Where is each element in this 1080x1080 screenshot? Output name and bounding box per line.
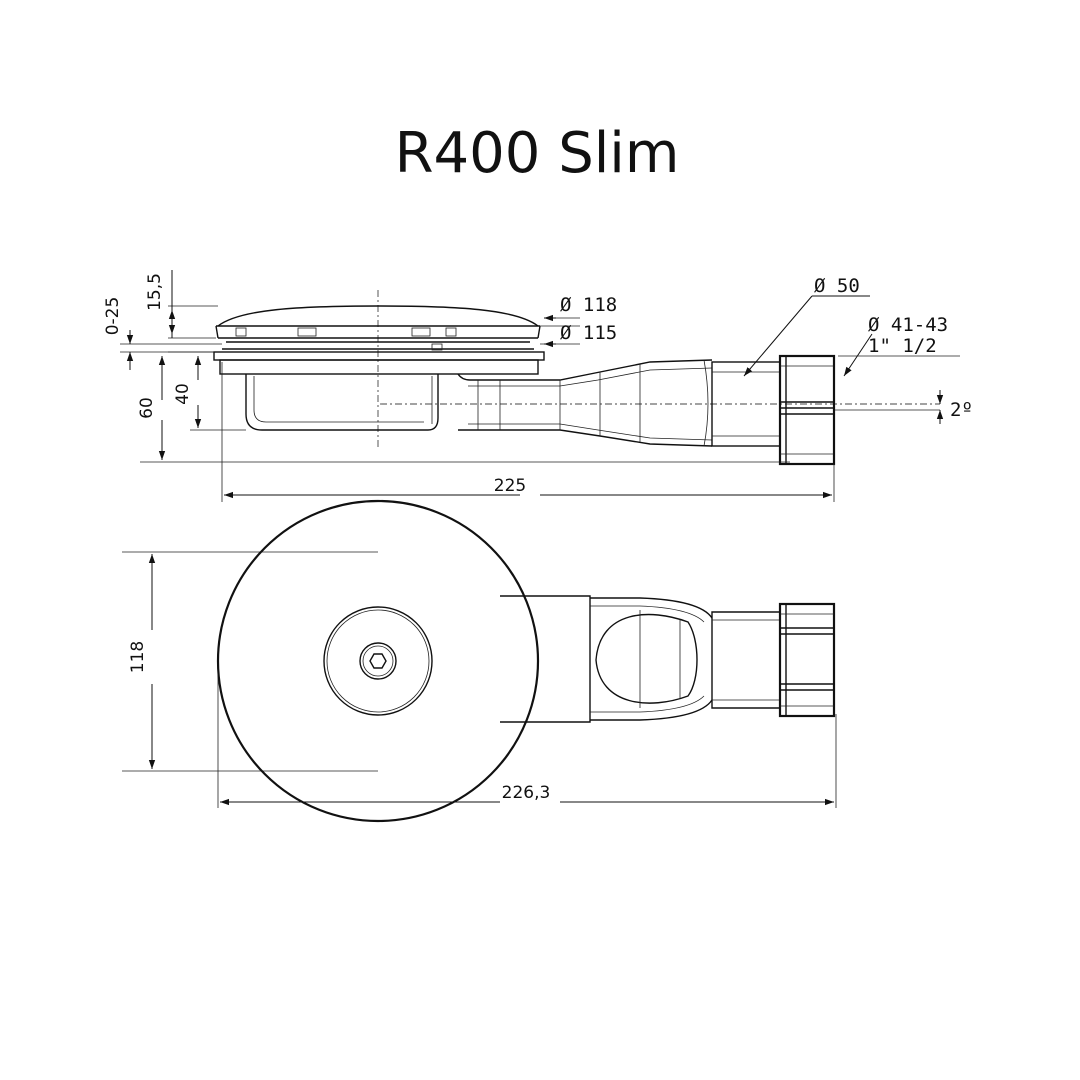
dim-flange-diameter: Ø 115 xyxy=(544,322,617,348)
hex-screw-icon xyxy=(369,653,387,669)
dim-connector-diameter-label: Ø 41-43 xyxy=(868,314,948,336)
drawing-title: R400 Slim xyxy=(395,121,680,186)
drain-body-side xyxy=(245,374,439,431)
dim-outlet-diameter: Ø 50 xyxy=(743,275,870,377)
grate-side xyxy=(215,305,541,339)
nut-side xyxy=(778,354,836,466)
dim-top-length-label: 226,3 xyxy=(502,783,551,803)
dim-body-height-label: 40 xyxy=(173,383,193,405)
dim-thread-size-label: 1" 1/2 xyxy=(868,335,937,357)
dim-body-height: 40 xyxy=(173,356,202,428)
top-view: 118 226,3 xyxy=(122,499,837,823)
flange-side xyxy=(213,341,545,375)
dim-flange-diameter-label: Ø 115 xyxy=(560,322,617,344)
dim-grate-height-label: 15,5 xyxy=(145,273,165,311)
side-view: 15,5 0-25 60 40 Ø 118 Ø 115 xyxy=(103,270,973,502)
dim-total-height-label: 60 xyxy=(137,397,157,419)
dim-length: 225 xyxy=(224,476,832,499)
dim-grate-diameter-label: Ø 118 xyxy=(560,294,617,316)
outlet-arm-top xyxy=(500,595,713,723)
dim-total-height: 60 xyxy=(137,356,166,460)
dim-top-length: 226,3 xyxy=(220,783,834,806)
dim-width-label: 118 xyxy=(128,641,148,673)
dim-adjust-range-label: 0-25 xyxy=(103,297,123,336)
grate-top xyxy=(216,499,540,823)
nut-top xyxy=(778,602,836,718)
dim-connector-diameter: Ø 41-43 1" 1/2 xyxy=(843,314,948,377)
dim-length-label: 225 xyxy=(494,476,526,496)
dim-grate-height: 15,5 xyxy=(145,270,176,338)
dim-slope: 2º xyxy=(936,390,973,424)
dim-adjust-range: 0-25 xyxy=(103,297,134,370)
dim-slope-label: 2º xyxy=(950,399,973,421)
connector-top xyxy=(711,611,781,709)
dim-width: 118 xyxy=(128,554,156,769)
dim-grate-diameter: Ø 118 xyxy=(544,294,617,322)
dim-outlet-diameter-label: Ø 50 xyxy=(814,275,860,297)
outlet-pipe-side xyxy=(457,359,713,447)
